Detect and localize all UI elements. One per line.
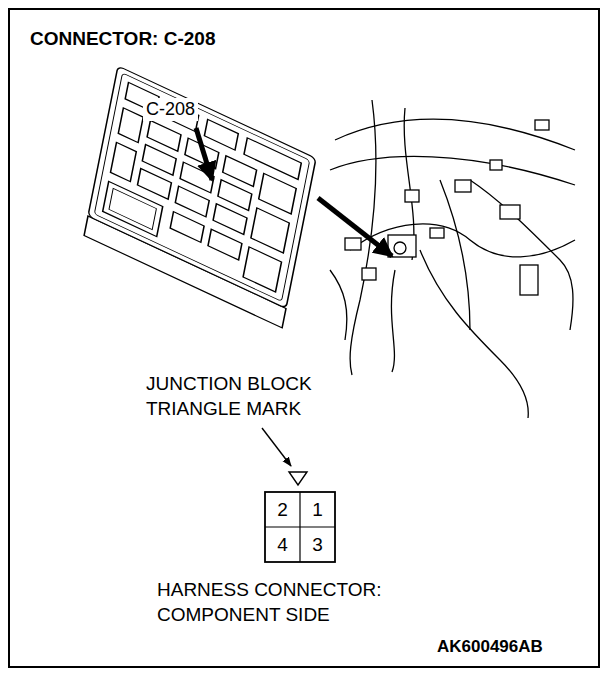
junction-block [84, 66, 316, 328]
connector-label: C-208 [143, 98, 198, 121]
pointer-arrow [196, 128, 212, 180]
pin-number: 2 [265, 492, 300, 527]
leader-line [262, 428, 291, 466]
frame [9, 9, 599, 667]
pin-number: 1 [300, 492, 335, 527]
pointer-arrow [318, 198, 392, 256]
triangle-mark [289, 472, 307, 485]
note-label: JUNCTION BLOCK TRIANGLE MARK [146, 372, 351, 421]
dashboard-harness [330, 100, 575, 418]
figure-code: AK600496AB [437, 636, 543, 658]
pin-number: 3 [300, 527, 335, 562]
note-label: HARNESS CONNECTOR: COMPONENT SIDE [157, 578, 457, 627]
title: CONNECTOR: C-208 [30, 27, 215, 52]
pin-number: 4 [265, 527, 300, 562]
connector-face [265, 492, 335, 562]
